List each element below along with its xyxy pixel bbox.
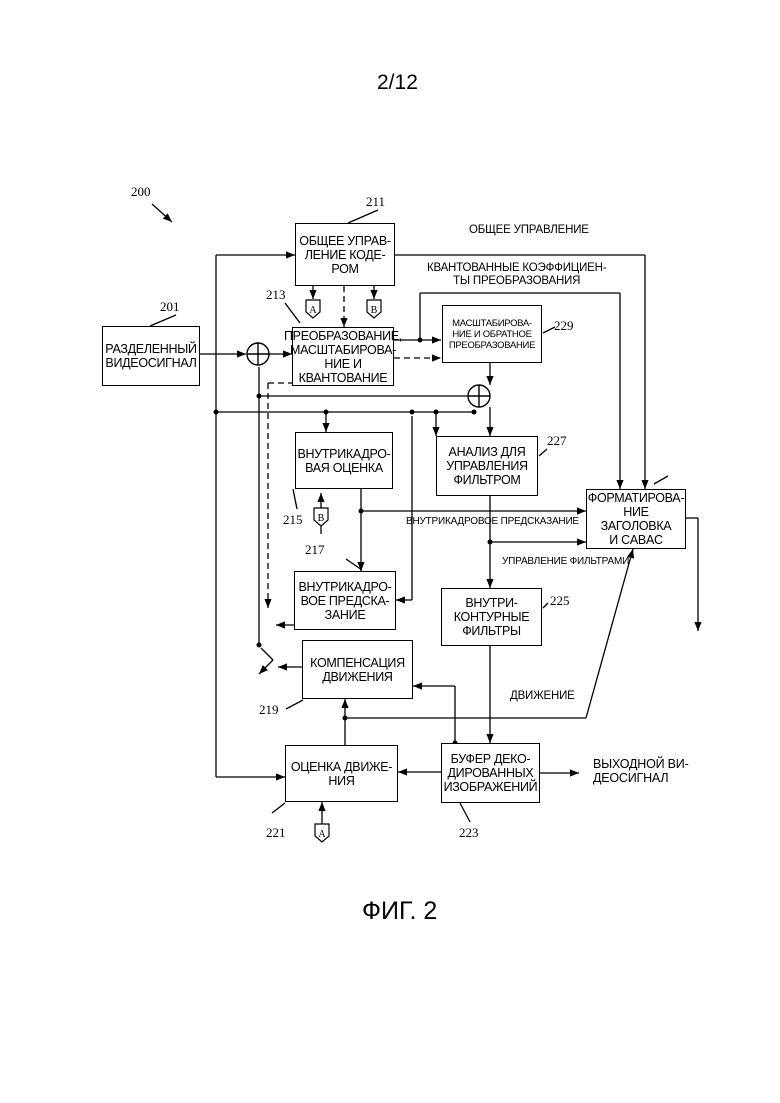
page-number: 2/12 — [377, 71, 418, 95]
connector-a-label-2: A — [318, 829, 326, 840]
ref-221: 221 — [266, 825, 286, 841]
ref-217: 217 — [305, 542, 325, 558]
ref-229: 229 — [554, 318, 574, 334]
ref-223: 223 — [459, 825, 479, 841]
block-header-formatting: ФОРМАТИРОВА- НИЕ ЗАГОЛОВКА И CABAC — [586, 489, 686, 549]
connector-a-label: A — [309, 305, 317, 316]
label-filter-control: УПРАВЛЕНИЕ ФИЛЬТРАМИ — [502, 555, 629, 568]
ref-225: 225 — [550, 593, 570, 609]
block-transform: ПРЕОБРАЗОВАНИЕ, МАСШТАБИРОВА- НИЕ И КВАН… — [292, 327, 394, 386]
adder-2 — [468, 385, 490, 407]
block-partitioned-video: РАЗДЕЛЕННЫЙ ВИДЕОСИГНАЛ — [102, 326, 200, 386]
block-in-loop-filters: ВНУТРИ- КОНТУРНЫЕ ФИЛЬТРЫ — [441, 588, 542, 646]
ref-215: 215 — [283, 512, 303, 528]
ref-211: 211 — [366, 194, 385, 210]
ref-201: 201 — [160, 299, 180, 315]
block-intra-estimation: ВНУТРИКАДРО- ВАЯ ОЦЕНКА — [295, 432, 393, 489]
ref-200: 200 — [131, 184, 151, 200]
block-filter-analysis: АНАЛИЗ ДЛЯ УПРАВЛЕНИЯ ФИЛЬТРОМ — [436, 436, 538, 496]
label-output-video: ВЫХОДНОЙ ВИ- ДЕОСИГНАЛ — [593, 757, 689, 785]
adder-1 — [247, 343, 269, 365]
label-intra-prediction: ВНУТРИКАДРОВОЕ ПРЕДСКАЗАНИЕ — [406, 515, 579, 528]
connector-b-label: B — [371, 305, 378, 316]
block-motion-compensation: КОМПЕНСАЦИЯ ДВИЖЕНИЯ — [302, 640, 413, 699]
label-motion: ДВИЖЕНИЕ — [510, 690, 575, 703]
figure-caption: ФИГ. 2 — [362, 897, 437, 926]
ref-213: 213 — [266, 287, 286, 303]
connector-b-label-2: B — [318, 513, 325, 524]
block-scaling-inverse: МАСШТАБИРОВА- НИЕ И ОБРАТНОЕ ПРЕОБРАЗОВА… — [442, 305, 542, 363]
block-general-control: ОБЩЕЕ УПРАВ- ЛЕНИЕ КОДЕ- РОМ — [295, 223, 395, 286]
block-intra-prediction: ВНУТРИКАДРО- ВОЕ ПРЕДСКА- ЗАНИЕ — [294, 571, 396, 630]
ref-219: 219 — [259, 702, 279, 718]
ref-227: 227 — [547, 433, 567, 449]
block-motion-estimation: ОЦЕНКА ДВИЖЕ- НИЯ — [285, 745, 398, 802]
block-decoded-buffer: БУФЕР ДЕКО- ДИРОВАННЫХ ИЗОБРАЖЕНИЙ — [441, 743, 540, 803]
label-quantized-coeffs: КВАНТОВАННЫЕ КОЭФФИЦИЕН- ТЫ ПРЕОБРАЗОВАН… — [427, 262, 606, 288]
label-general-control: ОБЩЕЕ УПРАВЛЕНИЕ — [469, 224, 589, 237]
